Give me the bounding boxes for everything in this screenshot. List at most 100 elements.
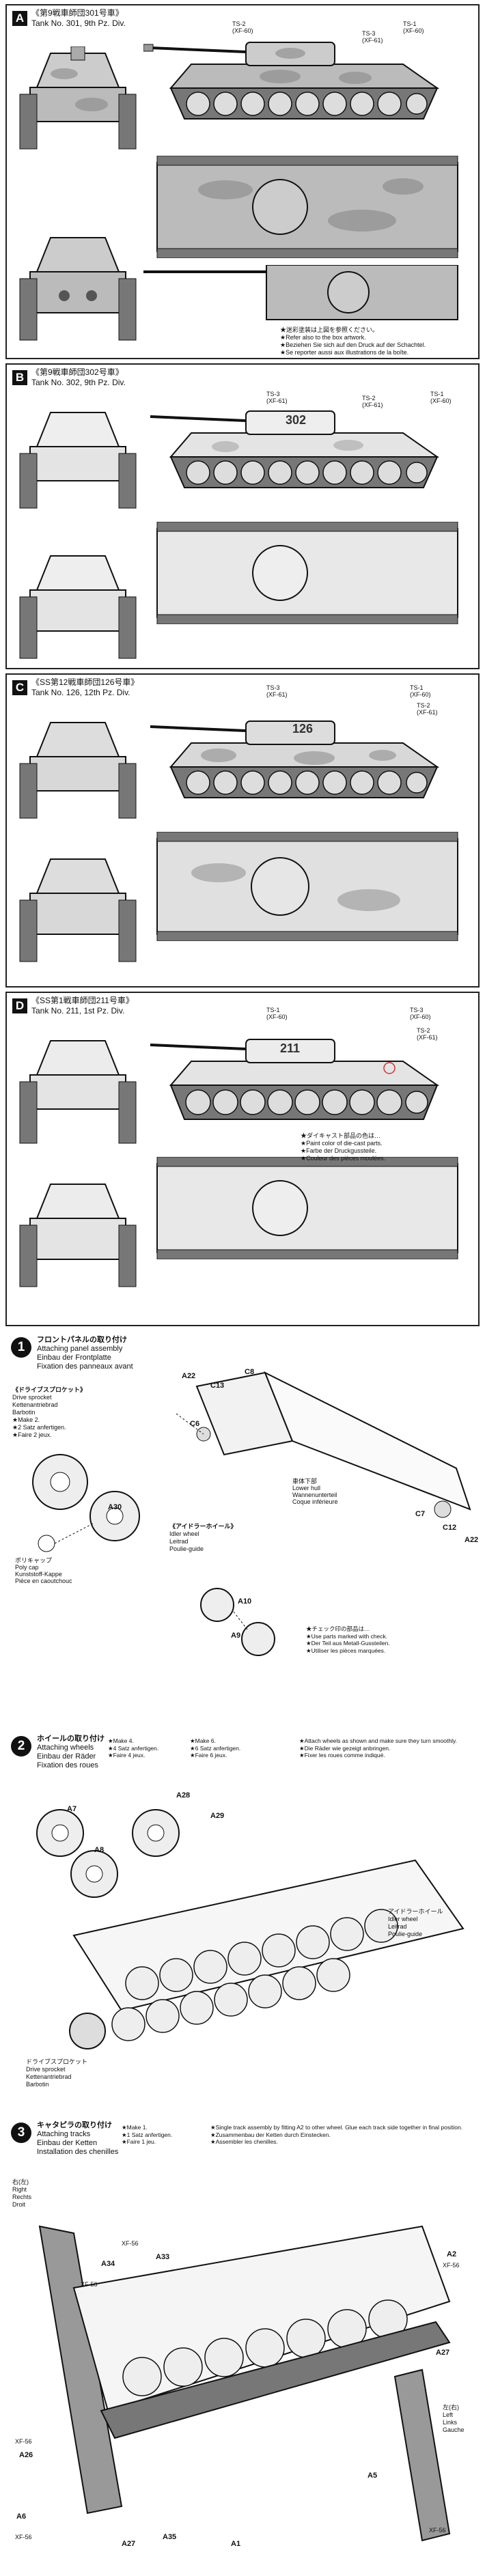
- part-label: A10: [238, 1597, 252, 1606]
- tank-front-view: [19, 46, 137, 150]
- paint-label: XF-56: [15, 2438, 32, 2445]
- step-3: 3 キャタピラの取り付け Attaching tracks Einbau der…: [5, 2117, 480, 2572]
- panel-letter: A: [12, 11, 27, 26]
- callout-ts3: TS-3 (XF-60): [410, 1007, 431, 1020]
- step-number: 1: [11, 1337, 31, 1358]
- panel-title: 《第9戦車師団302号車》 Tank No. 302, 9th Pz. Div.: [31, 367, 126, 387]
- part-label: A27: [436, 2349, 450, 2357]
- part-label: C12: [443, 1524, 457, 1532]
- part-label: A35: [163, 2533, 177, 2541]
- tank-rear-view: [19, 1184, 137, 1287]
- part-label: A33: [156, 2253, 170, 2261]
- idler-diagram: [200, 1588, 275, 1656]
- lower-hull-label: 車体下部 Lower hull Wannenunterteil Coque in…: [292, 1478, 338, 1505]
- part-label: A28: [176, 1791, 191, 1800]
- step-title: ホイールの取り付け Attaching wheels Einbau der Rä…: [37, 1735, 105, 1769]
- left-label: 左(右) Left Links Gauche: [443, 2404, 465, 2433]
- tank-side-view: [150, 720, 440, 798]
- hull-wheels-diagram: [69, 1859, 465, 2049]
- callout-ts1: TS-1 (XF-60): [430, 391, 452, 404]
- step-note: ★チェック印の部品は… ★Use parts marked with check…: [306, 1625, 390, 1654]
- panel-notes: ★迷彩塗装は上図を参照ください。 ★Refer also to the box …: [280, 326, 426, 356]
- callout-ts1: TS-1 (XF-60): [266, 1007, 288, 1020]
- panel-c: C 《SS第12戦車師団126号車》 Tank No. 126, 12th Pz…: [5, 673, 480, 988]
- make-1-note: ★Make 1. ★1 Satz anfertigen. ★Faire 1 je…: [122, 2124, 173, 2145]
- part-label: A30: [108, 1503, 122, 1511]
- tank-top-view: [156, 156, 458, 258]
- part-label: A2: [447, 2250, 457, 2258]
- paint-label: XF-56: [15, 2534, 32, 2540]
- panel-b: B 《第9戦車師団302号車》 Tank No. 302, 9th Pz. Di…: [5, 363, 480, 669]
- tank-front-view: [19, 412, 137, 509]
- sprocket-diagram: [32, 1454, 140, 1552]
- part-label: A22: [465, 1536, 479, 1544]
- tank-rear-view: [19, 237, 137, 341]
- callout-ts1: TS-1 (XF-60): [403, 20, 424, 34]
- part-label: A8: [94, 1846, 105, 1854]
- part-label: A27: [122, 2540, 136, 2548]
- make-6-note: ★Make 6. ★6 Satz anfertigen. ★Faire 6 je…: [190, 1737, 241, 1759]
- paint-label: XF-56: [429, 2527, 446, 2534]
- tank-bottom-view: [143, 265, 458, 320]
- panel-title: 《SS第1戦車師団211号車》 Tank No. 211, 1st Pz. Di…: [31, 996, 134, 1016]
- hull-lower-diagram: [176, 1371, 471, 1518]
- part-label: A1: [231, 2540, 241, 2548]
- callout-ts2: TS-2 (XF-61): [362, 395, 383, 408]
- callout-ts3: TS-3 (XF-61): [362, 30, 383, 44]
- panel-letter: B: [12, 370, 27, 385]
- panel-letter: D: [12, 998, 27, 1013]
- part-label: A5: [368, 2472, 378, 2480]
- step-2: 2 ホイールの取り付け Attaching wheels Einbau der …: [5, 1731, 480, 2113]
- step-number: 3: [11, 2123, 31, 2143]
- panel-title: 《第9戦車師団301号車》 Tank No. 301, 9th Pz. Div.: [31, 8, 126, 28]
- panel-a: A 《第9戦車師団301号車》 Tank No. 301, 9th Pz. Di…: [5, 4, 480, 359]
- callout-ts3: TS-3 (XF-61): [266, 684, 288, 698]
- turret-number: 211: [280, 1041, 301, 1055]
- panel-notes: ★ダイキャスト部品の色は… ★Paint color of die-cast p…: [301, 1132, 386, 1162]
- callout-ts2: TS-2 (XF-61): [417, 702, 438, 716]
- part-label: C7: [415, 1510, 426, 1518]
- tank-top-view: [156, 522, 458, 624]
- part-label: A6: [16, 2512, 27, 2521]
- callout-ts2: TS-2 (XF-60): [232, 20, 253, 34]
- polycap-label: ポリキャップ Poly cap Kunststoff-Kappe Pièce e…: [15, 1557, 72, 1584]
- tank-rear-view: [19, 555, 137, 659]
- tank-top-view: [156, 832, 458, 941]
- sprocket-label: ドライブスプロケット Drive sprocket Kettenantriebr…: [26, 2058, 88, 2088]
- step-note: ★Single track assembly by fitting A2 to …: [210, 2124, 463, 2145]
- part-label: C13: [210, 1382, 225, 1390]
- turret-number: 126: [292, 722, 314, 736]
- right-label: 右(左) Right Rechts Droit: [12, 2179, 32, 2208]
- part-label: C6: [190, 1420, 200, 1428]
- panel-title: 《SS第12戦車師団126号車》 Tank No. 126, 12th Pz. …: [31, 677, 139, 697]
- panel-d: D 《SS第1戦車師団211号車》 Tank No. 211, 1st Pz. …: [5, 992, 480, 1326]
- tank-top-view: [156, 1157, 458, 1259]
- paint-label: XF-56: [443, 2262, 460, 2269]
- part-label: A7: [67, 1805, 77, 1813]
- step-note: ★Attach wheels as shown and make sure th…: [299, 1737, 457, 1759]
- turret-number: 302: [286, 413, 307, 427]
- part-label: A29: [210, 1812, 225, 1820]
- part-label: A22: [182, 1372, 196, 1380]
- idler-label: アイドラーホイール Idler wheel Leitrad Poulie-gui…: [388, 1908, 443, 1937]
- sprocket-legend: 《ドライブスプロケット》 Drive sprocket Kettenantrie…: [12, 1386, 87, 1438]
- idler-legend: 《アイドラーホイール》 Idler wheel Leitrad Poulie-g…: [169, 1523, 237, 1552]
- paint-label: XF-56: [81, 2281, 98, 2288]
- tank-side-view: [150, 1039, 440, 1120]
- callout-ts1: TS-1 (XF-60): [410, 684, 431, 698]
- step-number: 2: [11, 1736, 31, 1756]
- make-4-note: ★Make 4. ★4 Satz anfertigen. ★Faire 4 je…: [108, 1737, 159, 1759]
- tank-side-view: [143, 42, 440, 120]
- tank-front-view: [19, 1040, 137, 1144]
- step-1: 1 フロントパネルの取り付け Attaching panel assembly …: [5, 1332, 480, 1725]
- part-label: A26: [19, 2451, 33, 2459]
- tank-rear-view: [19, 858, 137, 962]
- part-label: A9: [231, 1632, 241, 1640]
- panel-letter: C: [12, 680, 27, 695]
- step-title: キャタピラの取り付け Attaching tracks Einbau der K…: [37, 2121, 119, 2156]
- paint-label: XF-56: [122, 2240, 139, 2247]
- callout-ts3: TS-3 (XF-61): [266, 391, 288, 404]
- tank-front-view: [19, 722, 137, 819]
- callout-ts2: TS-2 (XF-61): [417, 1027, 438, 1041]
- step-title: フロントパネルの取り付け Attaching panel assembly Ei…: [37, 1336, 133, 1371]
